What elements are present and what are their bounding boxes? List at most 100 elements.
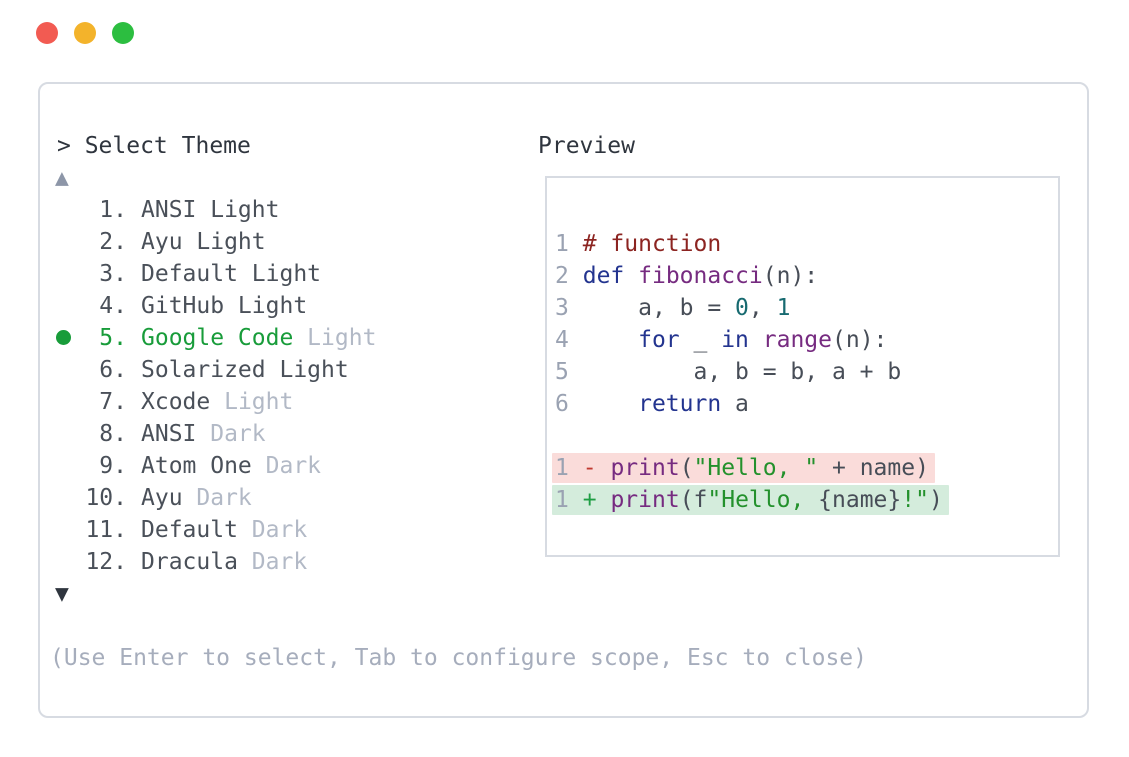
code-token: a bbox=[721, 391, 749, 417]
option-marker bbox=[56, 322, 85, 354]
theme-option[interactable]: 9. Atom One Dark bbox=[57, 450, 376, 482]
line-number: 6 bbox=[555, 391, 569, 417]
code-token: print bbox=[610, 455, 680, 481]
code-token: 0 bbox=[735, 295, 749, 321]
code-token: print bbox=[610, 487, 680, 513]
option-name: Default bbox=[141, 517, 238, 543]
option-name: Xcode bbox=[141, 389, 211, 415]
option-number: 7. bbox=[99, 389, 127, 415]
option-number: 1. bbox=[99, 197, 127, 223]
option-marker bbox=[57, 514, 85, 546]
theme-option[interactable]: 2.Ayu Light bbox=[57, 226, 376, 258]
option-marker bbox=[57, 418, 85, 450]
code-token: a, b = b, a + b bbox=[582, 359, 902, 385]
keyboard-hints: (Use Enter to select, Tab to configure s… bbox=[50, 645, 867, 671]
window-controls bbox=[36, 22, 134, 44]
code-token: "Hello, bbox=[707, 487, 819, 513]
code-token bbox=[624, 263, 638, 289]
code-token: "Hello, " bbox=[693, 455, 819, 481]
line-number: 4 bbox=[555, 327, 569, 353]
option-marker bbox=[57, 354, 85, 386]
code-token: (f bbox=[679, 487, 708, 513]
line-number: 2 bbox=[555, 263, 569, 289]
theme-option[interactable]: 3.Default Light bbox=[57, 258, 376, 290]
option-marker bbox=[57, 546, 85, 578]
code-token: return bbox=[638, 391, 722, 417]
line-number: 5 bbox=[555, 359, 569, 385]
option-name: Google Code bbox=[141, 325, 294, 351]
code-token: (n): bbox=[832, 327, 888, 353]
theme-option[interactable]: 6. Solarized Light bbox=[57, 354, 376, 386]
option-marker bbox=[57, 386, 85, 418]
option-suffix: Dark bbox=[251, 453, 322, 479]
option-suffix: Dark bbox=[237, 549, 308, 575]
option-name: Ayu Light bbox=[141, 229, 266, 255]
option-number: 12. bbox=[85, 549, 127, 575]
code-token bbox=[749, 327, 763, 353]
option-name: Atom One bbox=[141, 453, 252, 479]
close-icon[interactable] bbox=[36, 22, 58, 44]
option-suffix: Light bbox=[210, 389, 294, 415]
theme-option[interactable]: 7. Xcode Light bbox=[57, 386, 376, 418]
code-line: 5 a, b = b, a + b bbox=[555, 356, 949, 388]
theme-option[interactable]: 11. Default Dark bbox=[57, 514, 376, 546]
theme-option[interactable]: 10. Ayu Dark bbox=[57, 482, 376, 514]
blank-line bbox=[555, 420, 949, 452]
code-token: for bbox=[638, 327, 680, 353]
code-line: 2 def fibonacci(n): bbox=[555, 260, 949, 292]
diff-sign: + bbox=[582, 487, 597, 513]
option-suffix: Dark bbox=[182, 485, 252, 511]
option-name: Solarized Light bbox=[141, 357, 349, 383]
option-suffix: Dark bbox=[237, 517, 308, 543]
option-name: Default Light bbox=[141, 261, 322, 287]
code-token: , bbox=[748, 295, 777, 321]
code-token: range bbox=[762, 327, 833, 353]
option-marker bbox=[57, 482, 85, 514]
option-number: 8. bbox=[99, 421, 127, 447]
code-token: (n): bbox=[762, 263, 819, 289]
selected-bullet-icon bbox=[56, 330, 71, 345]
option-number: 9. bbox=[99, 453, 127, 479]
option-marker bbox=[57, 450, 85, 482]
option-suffix: Dark bbox=[196, 421, 266, 447]
diff-highlight: 1 + print(f"Hello, {name}!") bbox=[552, 485, 949, 515]
theme-option[interactable]: 8. ANSI Dark bbox=[57, 418, 376, 450]
option-name: ANSI bbox=[141, 421, 197, 447]
line-number: 1 bbox=[555, 455, 569, 481]
code-line: 1 # function bbox=[555, 228, 949, 260]
code-line: 3 a, b = 0, 1 bbox=[555, 292, 949, 324]
code-token: a, b = bbox=[582, 295, 736, 321]
preview-label: Preview bbox=[538, 133, 635, 159]
option-marker bbox=[57, 226, 85, 258]
code-token: in bbox=[721, 327, 749, 353]
minimize-icon[interactable] bbox=[74, 22, 96, 44]
theme-option[interactable]: 12. Dracula Dark bbox=[57, 546, 376, 578]
option-number: 4. bbox=[99, 293, 127, 319]
option-name: Dracula bbox=[141, 549, 238, 575]
theme-option[interactable]: 4.GitHub Light bbox=[57, 290, 376, 322]
scroll-up-icon[interactable]: ▲ bbox=[55, 165, 69, 191]
code-line: 4 for _ in range(n): bbox=[555, 324, 949, 356]
diff-sign: - bbox=[582, 455, 597, 481]
option-marker bbox=[57, 290, 85, 322]
code-token bbox=[583, 391, 638, 417]
zoom-icon[interactable] bbox=[112, 22, 134, 44]
code-token: def bbox=[582, 263, 625, 289]
code-token: # function bbox=[582, 231, 722, 257]
diff-line-added: 1 + print(f"Hello, {name}!") bbox=[552, 484, 949, 516]
code-token: + name) bbox=[818, 455, 929, 481]
option-name: Ayu bbox=[141, 485, 183, 511]
code-token bbox=[583, 327, 638, 353]
line-number: 3 bbox=[555, 295, 569, 321]
option-suffix: Light bbox=[293, 325, 377, 351]
option-number: 11. bbox=[85, 517, 127, 543]
theme-option[interactable]: 5.Google Code Light bbox=[56, 322, 377, 354]
dialog-prompt: > Select Theme bbox=[57, 133, 251, 159]
scroll-down-icon[interactable]: ▼ bbox=[55, 581, 69, 607]
option-number: 10. bbox=[85, 485, 127, 511]
option-number: 6. bbox=[99, 357, 127, 383]
theme-option[interactable]: 1.ANSI Light bbox=[57, 194, 376, 226]
